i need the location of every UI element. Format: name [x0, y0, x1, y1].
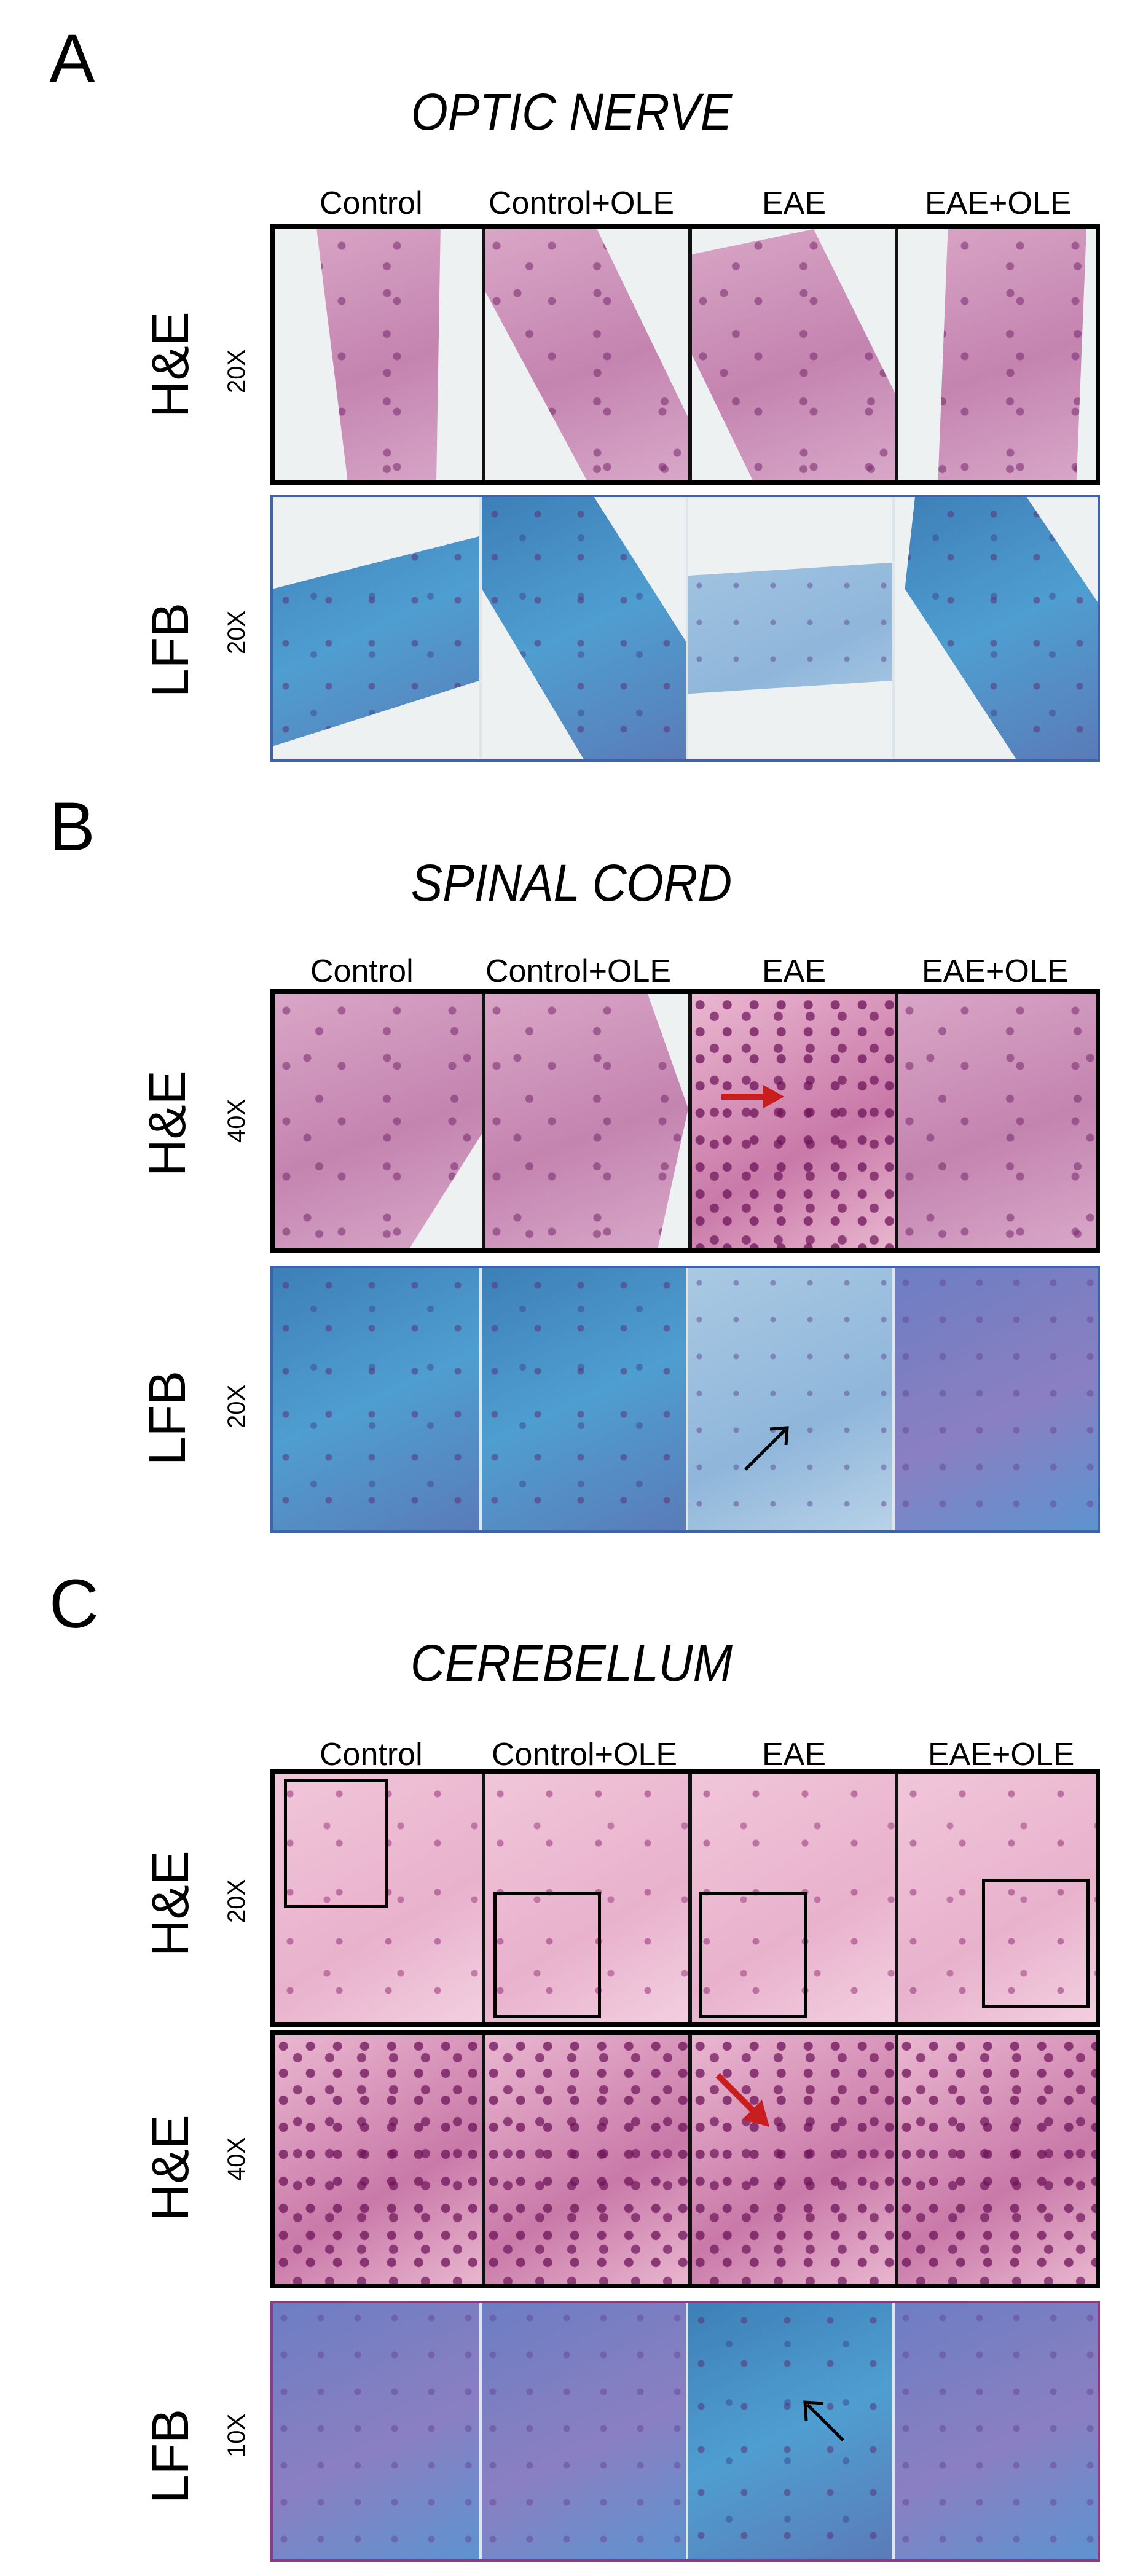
- image-a-he-control-ole: [485, 229, 688, 480]
- inset-box-control-ole: [493, 1892, 601, 2018]
- panel-c-col-eae-ole: EAE+OLE: [928, 1737, 1075, 1772]
- image-c-he40-eae: [692, 2035, 895, 2284]
- panel-a-col-control: Control: [320, 186, 423, 221]
- panel-c-row2-mag: 40X: [223, 2137, 250, 2181]
- red-arrow-icon: [715, 2073, 769, 2127]
- panel-a-col-eae: EAE: [762, 186, 827, 221]
- black-arrow-icon: [803, 2400, 844, 2441]
- panel-b-col-eae-ole: EAE+OLE: [922, 953, 1069, 989]
- image-b-lfb-control: [273, 1268, 479, 1530]
- image-c-lfb-control-ole: [482, 2303, 686, 2559]
- panel-b-title: SPINAL CORD: [410, 854, 733, 912]
- image-c-he20-control-ole: [485, 1774, 688, 2022]
- panel-a-col-control-ole: Control+OLE: [489, 186, 675, 221]
- panel-c-he-20x-row: [270, 1769, 1100, 2027]
- panel-c-row2-stain: H&E: [141, 2115, 199, 2221]
- panel-b-lfb-row: [270, 1266, 1100, 1533]
- panel-a-row1-stain: H&E: [141, 311, 199, 418]
- image-a-he-control: [275, 229, 482, 480]
- image-a-lfb-control-ole: [482, 497, 686, 759]
- image-c-lfb-eae: [688, 2303, 892, 2559]
- inset-box-control: [284, 1779, 388, 1908]
- image-a-lfb-eae: [688, 497, 892, 759]
- panel-b-row1-stain: H&E: [138, 1070, 196, 1176]
- panel-a-row1-mag: 20X: [223, 349, 250, 393]
- image-c-he20-eae-ole: [898, 1774, 1096, 2022]
- panel-a-he-row: [270, 224, 1100, 485]
- panel-b-col-control-ole: Control+OLE: [485, 953, 672, 989]
- image-c-he20-eae: [692, 1774, 895, 2022]
- black-arrow-icon: [744, 1426, 789, 1471]
- panel-letter-a: A: [49, 20, 95, 97]
- image-b-lfb-eae: [688, 1268, 892, 1530]
- inset-box-eae-ole: [982, 1879, 1090, 2008]
- panel-c-col-eae: EAE: [762, 1737, 827, 1772]
- panel-a-col-eae-ole: EAE+OLE: [925, 186, 1072, 221]
- image-a-lfb-eae-ole: [895, 497, 1098, 759]
- panel-b-col-eae: EAE: [762, 953, 827, 989]
- panel-letter-b: B: [49, 788, 95, 865]
- panel-c-lfb-10x-row: [270, 2301, 1100, 2562]
- panel-a-row2-mag: 20X: [223, 610, 250, 654]
- image-a-lfb-control: [273, 497, 479, 759]
- image-b-lfb-eae-ole: [895, 1268, 1098, 1530]
- image-b-he-eae-ole: [898, 994, 1096, 1248]
- image-b-he-eae: [692, 994, 895, 1248]
- panel-c-col-control: Control: [320, 1737, 423, 1772]
- panel-b-row1-mag: 40X: [223, 1098, 250, 1143]
- image-c-he40-control-ole: [485, 2035, 688, 2284]
- panel-c-row1-stain: H&E: [141, 1850, 199, 1957]
- panel-c-row1-mag: 20X: [223, 1879, 250, 1923]
- image-a-he-eae: [692, 229, 895, 480]
- image-c-lfb-control: [273, 2303, 479, 2559]
- image-b-he-control-ole: [485, 994, 688, 1248]
- panel-b-col-control: Control: [310, 953, 414, 989]
- inset-box-eae: [699, 1892, 807, 2018]
- panel-a-title: OPTIC NERVE: [410, 83, 733, 141]
- image-b-he-control: [275, 994, 482, 1248]
- panel-c-row3-stain: LFB: [141, 2408, 199, 2504]
- image-c-he40-eae-ole: [898, 2035, 1096, 2284]
- panel-c-he-40x-row: [270, 2030, 1100, 2288]
- panel-a-row2-stain: LFB: [141, 602, 199, 697]
- red-arrow-icon: [721, 1085, 784, 1108]
- image-b-lfb-control-ole: [482, 1268, 686, 1530]
- panel-b-row2-mag: 20X: [223, 1384, 250, 1428]
- image-c-lfb-eae-ole: [895, 2303, 1098, 2559]
- panel-b-he-row: [270, 989, 1100, 1253]
- panel-c-row3-mag: 10X: [223, 2413, 250, 2457]
- image-a-he-eae-ole: [898, 229, 1096, 480]
- image-c-he20-control: [275, 1774, 482, 2022]
- panel-letter-c: C: [49, 1565, 99, 1642]
- panel-c-col-control-ole: Control+OLE: [492, 1737, 678, 1772]
- panel-c-title: CEREBELLUM: [410, 1634, 733, 1692]
- image-c-he40-control: [275, 2035, 482, 2284]
- panel-a-lfb-row: [270, 495, 1100, 762]
- panel-b-row2-stain: LFB: [138, 1370, 196, 1465]
